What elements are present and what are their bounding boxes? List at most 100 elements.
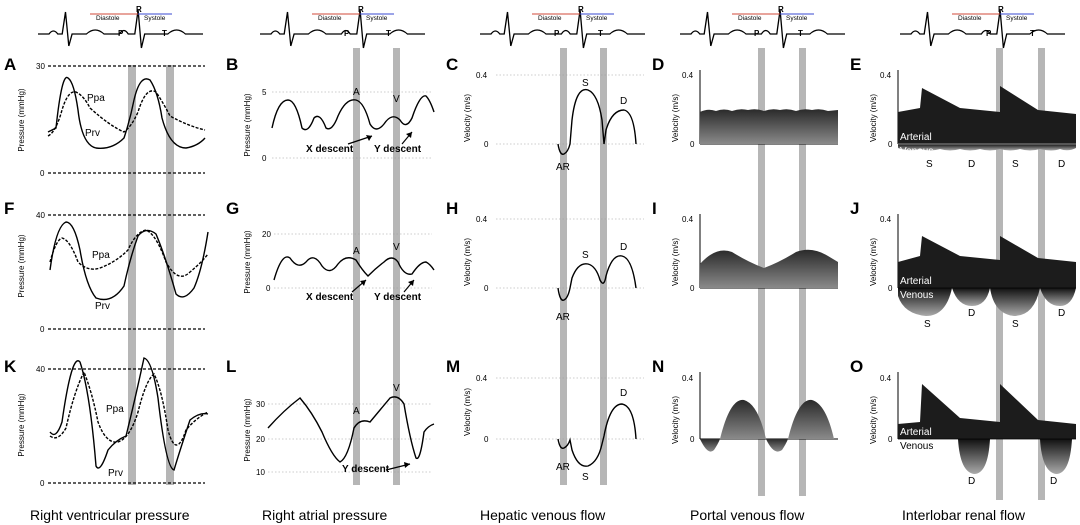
label-g-a: A <box>353 246 360 257</box>
tick-f-top: 40 <box>36 211 45 220</box>
tick-o-zero: 0 <box>888 435 893 444</box>
ecg-strip-rv: R Diastole Systole P T <box>37 5 204 49</box>
label-e-venous: Venous <box>900 146 933 157</box>
label-j-d2: D <box>1058 308 1065 319</box>
panel-f: F Pressure (mmHg) 40 0 Ppa Prv <box>4 199 209 334</box>
band-systole-col3 <box>600 48 607 485</box>
tick-l-20: 20 <box>256 435 265 444</box>
label-h-ar: AR <box>556 312 570 323</box>
tick-g-20: 20 <box>262 230 271 239</box>
tick-n-zero: 0 <box>690 435 695 444</box>
tick-a-zero: 0 <box>40 169 45 178</box>
tick-i-top: 0.4 <box>682 215 694 224</box>
panel-letter-e: E <box>850 55 861 74</box>
panel-h: H Velocity (m/s) 0.4 0 S D AR <box>446 199 644 323</box>
label-b-a: A <box>353 87 360 98</box>
panel-letter-i: I <box>652 199 657 218</box>
panel-letter-h: H <box>446 199 458 218</box>
label-l-y-descent: Y descent <box>342 464 390 475</box>
label-o-d1: D <box>968 476 975 487</box>
label-o-d2: D <box>1050 476 1057 487</box>
ylabel-h: Velocity (m/s) <box>463 238 472 286</box>
panel-letter-m: M <box>446 357 460 376</box>
label-f-ppa: Ppa <box>92 250 110 261</box>
label-o-venous: Venous <box>900 441 933 452</box>
label-l-v: V <box>393 383 400 394</box>
label-c-d: D <box>620 96 627 107</box>
panel-i: I Velocity (m/s) 0.4 0 <box>652 199 838 293</box>
ylabel-c: Velocity (m/s) <box>463 94 472 142</box>
label-g-x-descent: X descent <box>306 292 354 303</box>
ecg-p-label: P <box>118 29 124 38</box>
panel-letter-g: G <box>226 199 239 218</box>
col-title-ra: Right atrial pressure <box>262 507 387 523</box>
tick-k-zero: 0 <box>40 479 45 488</box>
tick-l-30: 30 <box>256 400 265 409</box>
ecg-r-label: R <box>136 5 142 14</box>
ecg-t-label: T <box>598 29 603 38</box>
ylabel-k: Pressure (mmHg) <box>17 393 26 456</box>
tick-d-zero: 0 <box>690 140 695 149</box>
label-m-s: S <box>582 472 589 483</box>
ylabel-g: Pressure (mmHg) <box>243 230 252 293</box>
label-e-d1: D <box>968 159 975 170</box>
ecg-t-label: T <box>798 29 803 38</box>
ylabel-a: Pressure (mmHg) <box>17 88 26 151</box>
tick-j-zero: 0 <box>888 284 893 293</box>
column-pv: R Diastole Systole P T D Velocity (m/s) … <box>652 5 846 523</box>
tick-k-top: 40 <box>36 365 45 374</box>
ylabel-f: Pressure (mmHg) <box>17 234 26 297</box>
col-title-rv: Right ventricular pressure <box>30 507 190 523</box>
ecg-p-label: P <box>344 29 350 38</box>
ylabel-b: Pressure (mmHg) <box>243 93 252 156</box>
band-diastole-col3 <box>560 48 567 485</box>
tick-l-10: 10 <box>256 468 265 477</box>
ylabel-n: Velocity (m/s) <box>671 396 680 444</box>
ecg-diastole-label: Diastole <box>538 15 562 22</box>
tick-e-top: 0.4 <box>880 71 892 80</box>
label-h-d: D <box>620 242 627 253</box>
panel-g: G Pressure (mmHg) 20 0 A V X descent Y d… <box>226 199 435 303</box>
band-diastole-col1 <box>128 65 136 485</box>
tick-o-top: 0.4 <box>880 374 892 383</box>
col-title-ir: Interlobar renal flow <box>902 507 1026 523</box>
tick-j-top: 0.4 <box>880 215 892 224</box>
column-ir: R Diastole Systole P T E Velocity (m/s) … <box>850 5 1076 523</box>
label-e-arterial: Arterial <box>900 132 932 143</box>
tick-h-top: 0.4 <box>476 215 488 224</box>
ylabel-j: Velocity (m/s) <box>869 238 878 286</box>
tick-e-zero: 0 <box>888 140 893 149</box>
label-j-s1: S <box>924 319 931 330</box>
ecg-diastole-label: Diastole <box>96 15 120 22</box>
panel-letter-d: D <box>652 55 664 74</box>
ecg-systole-label: Systole <box>1006 15 1028 22</box>
panel-c: C Velocity (m/s) 0.4 0 S D AR <box>446 55 644 173</box>
label-j-s2: S <box>1012 319 1019 330</box>
label-f-prv: Prv <box>95 301 110 312</box>
label-b-y-descent: Y descent <box>374 144 422 155</box>
tick-c-top: 0.4 <box>476 71 488 80</box>
ylabel-e: Velocity (m/s) <box>869 94 878 142</box>
label-a-ppa: Ppa <box>87 93 105 104</box>
ecg-systole-label: Systole <box>366 15 388 22</box>
label-g-v: V <box>393 242 400 253</box>
label-j-venous: Venous <box>900 290 933 301</box>
ylabel-i: Velocity (m/s) <box>671 238 680 286</box>
ecg-diastole-label: Diastole <box>318 15 342 22</box>
ecg-p-label: P <box>986 29 992 38</box>
label-o-arterial: Arterial <box>900 427 932 438</box>
tick-i-zero: 0 <box>690 284 695 293</box>
col-title-pv: Portal venous flow <box>690 507 805 523</box>
panel-d: D Velocity (m/s) 0.4 0 <box>652 55 838 149</box>
ecg-p-label: P <box>554 29 560 38</box>
ecg-r-label: R <box>578 5 584 14</box>
label-b-x-descent: X descent <box>306 144 354 155</box>
ecg-systole-label: Systole <box>586 15 608 22</box>
label-c-ar: AR <box>556 162 570 173</box>
ecg-strip-pv: R Diastole Systole P T <box>679 5 846 49</box>
ecg-strip-ra: R Diastole Systole P T <box>259 5 426 49</box>
tick-a-top: 30 <box>36 62 45 71</box>
tick-h-zero: 0 <box>484 284 489 293</box>
label-c-s: S <box>582 78 589 89</box>
tick-f-zero: 0 <box>40 325 45 334</box>
